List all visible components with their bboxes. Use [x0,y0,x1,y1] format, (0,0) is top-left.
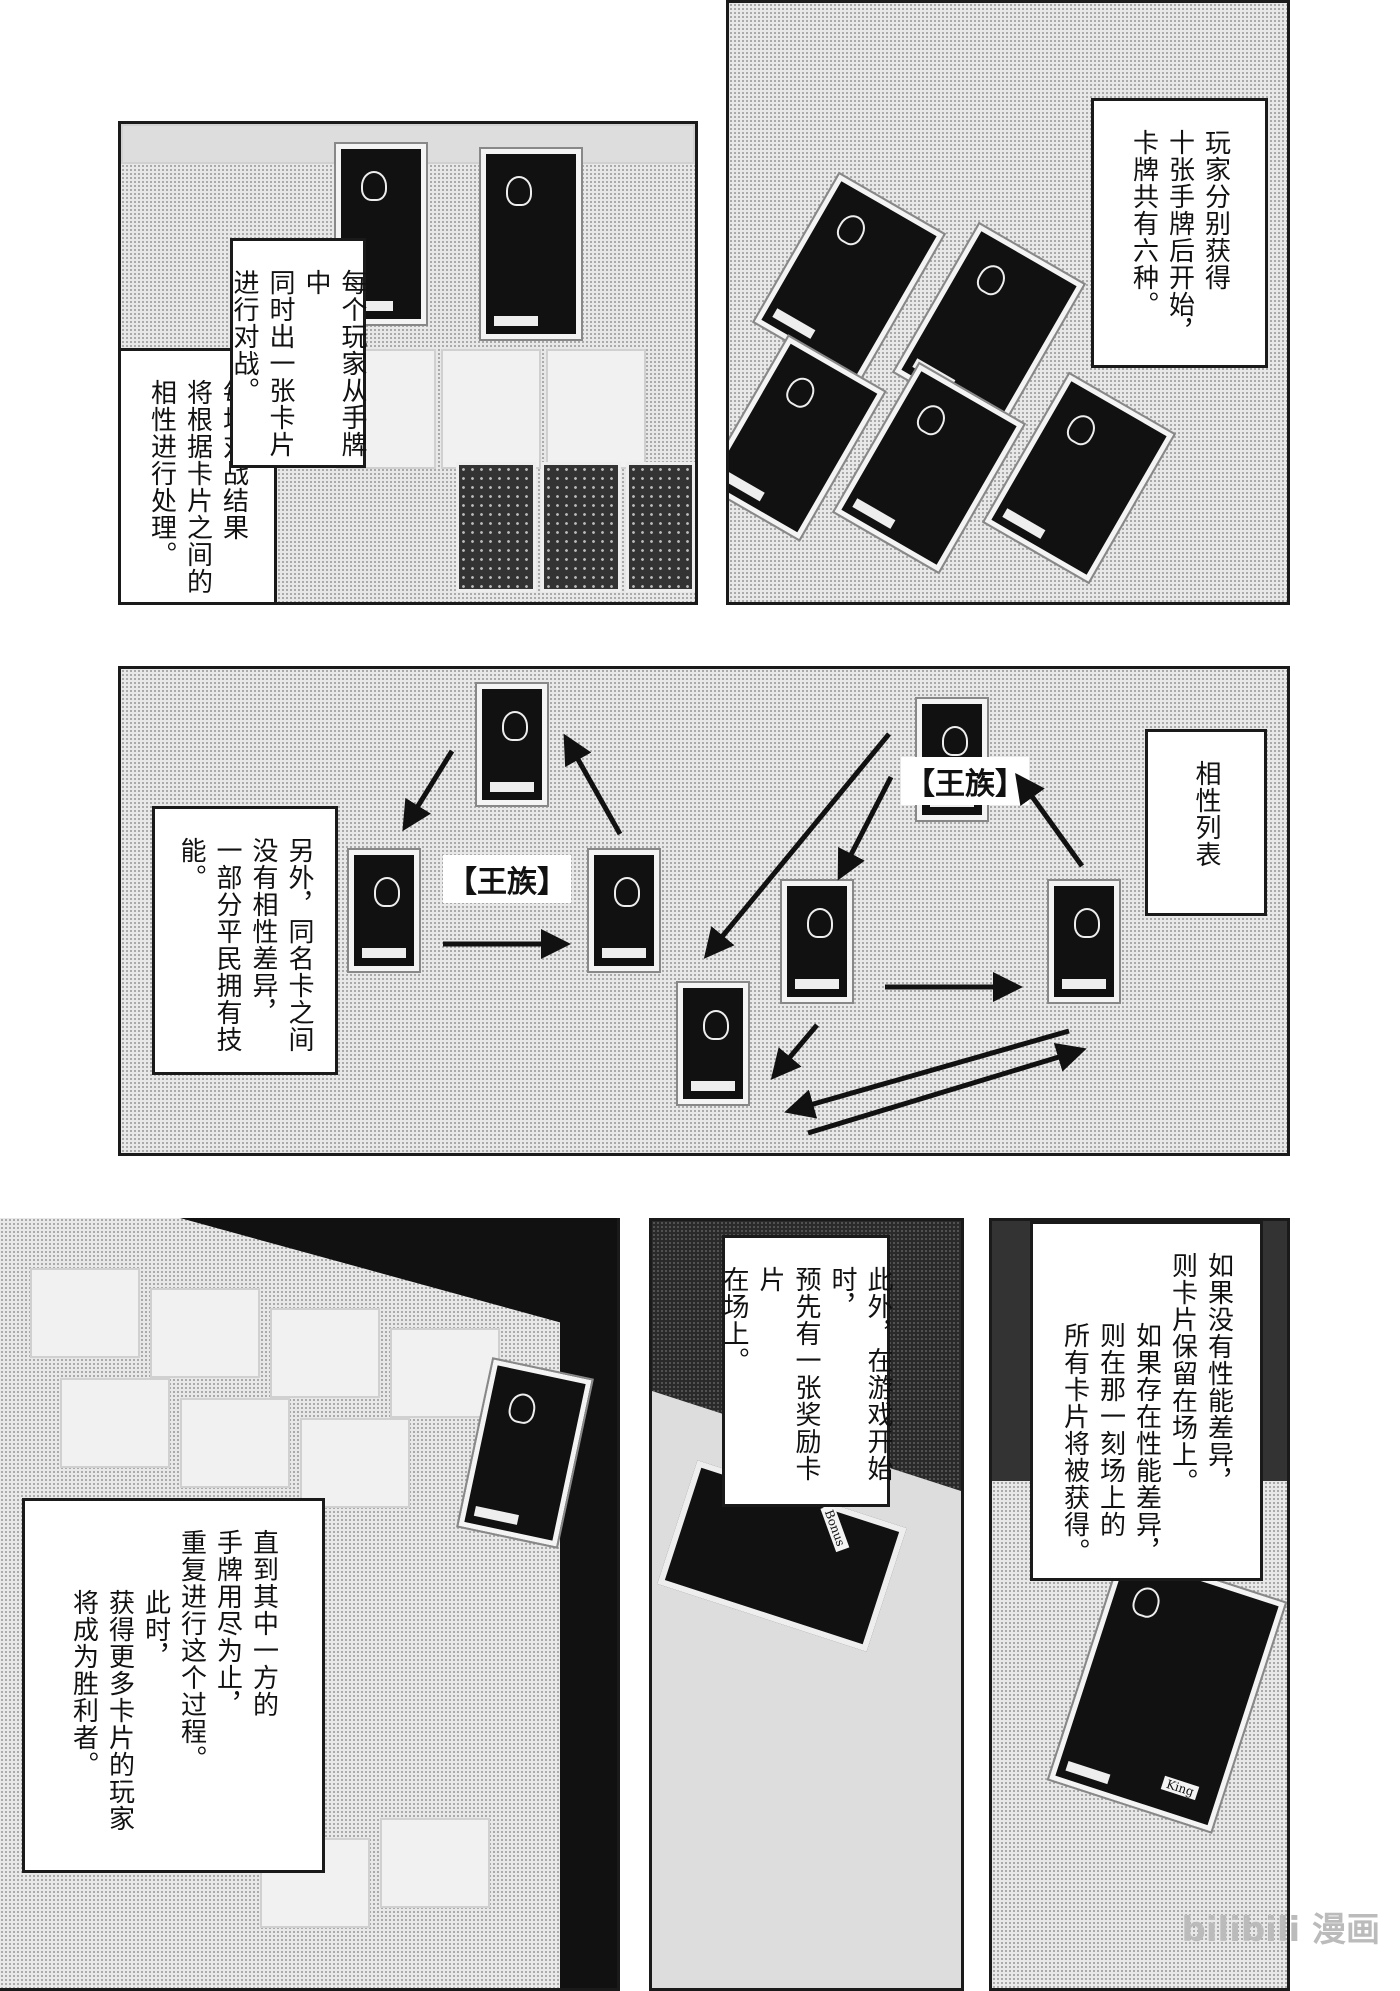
card-commoner [676,981,750,1106]
caption-box: 直到其中一方的手牌用尽为止，重复进行这个过程。此时，获得更多卡片的玩家将成为胜利… [22,1498,325,1873]
caption-box: 每个玩家从手牌中同时出一张卡片进行对战。 [229,238,367,468]
chart-title-box: 相性列表 [1145,729,1267,916]
panel-card-battle: 每场对战结果将根据卡片之间的相性进行处理。 每个玩家从手牌中同时出一张卡片进行对… [118,121,698,605]
caption-box: 玩家分别获得十张手牌后开始，卡牌共有六种。 [1091,98,1268,368]
card-back [541,462,621,592]
caption-line: 预先有一张奖励卡片 [755,1266,821,1482]
caption-line: 一部分平民拥有技能。 [176,837,242,1053]
caption-line: 相性进行处理。 [146,379,177,568]
caption-line: 如果没有性能差异， [1203,1252,1234,1495]
panel-bonus: Bonus 此外，在游戏开始时，预先有一张奖励卡片在场上。 [649,1218,964,1991]
caption-box: 如果没有性能差异，则卡片保留在场上。如果存在性能差异，则在那一刻场上的所有卡片将… [1030,1221,1263,1581]
card-queen [587,848,661,973]
caption-line: 在场上。 [719,1266,749,1374]
caption-line: 此外，在游戏开始时， [827,1266,893,1482]
royal-label: 【王族】 [901,757,1029,805]
caption-box: 另外，同名卡之间没有相性差异，一部分平民拥有技能。 [152,806,338,1075]
card-assassin [479,147,583,341]
card-back [626,462,695,592]
caption-line: 获得更多卡片的玩家 [104,1589,135,1832]
caption-line: 如果存在性能差异， [1131,1322,1162,1565]
caption-line: 另外，同名卡之间 [284,837,314,1053]
caption-line: 十张手牌后开始， [1164,129,1195,345]
panel-six-cards: 玩家分别获得十张手牌后开始，卡牌共有六种。 [726,0,1290,605]
card-prince [347,848,421,973]
caption-line: 玩家分别获得 [1200,129,1231,291]
panel-board: 直到其中一方的手牌用尽为止，重复进行这个过程。此时，获得更多卡片的玩家将成为胜利… [0,1218,620,1991]
watermark-logo: bilibili 漫画 [1181,1910,1380,1950]
caption-line: 没有相性差异， [248,837,278,1026]
caption-line: 重复进行这个过程。 [176,1529,207,1772]
royal-label: 【王族】 [443,855,571,903]
caption-line: 卡牌共有六种。 [1128,129,1159,318]
caption-line: 每个玩家从手牌中 [301,269,367,458]
caption-line: 将成为胜利者。 [68,1589,99,1778]
card-knight [780,879,854,1004]
card-back [456,462,536,592]
caption-line: 所有卡片将被获得。 [1059,1322,1090,1565]
caption-line: 将根据卡片之间的 [182,379,213,595]
caption-line: 则卡片保留在场上。 [1167,1252,1198,1495]
caption-line: 同时出一张卡片 [265,269,295,458]
panel-affinity-chart: 【王族】 【王族】 另外，同名卡之间没有相性差异，一部分平民拥有技能。 相性列表 [118,666,1290,1156]
caption-line: 此时， [140,1589,171,1670]
panel-king-card: King 如果没有性能差异，则卡片保留在场上。如果存在性能差异，则在那一刻场上的… [989,1218,1290,1991]
caption-box: 此外，在游戏开始时，预先有一张奖励卡片在场上。 [719,1235,893,1507]
chart-title: 相性列表 [1191,760,1221,868]
card-assassin [1047,879,1121,1004]
caption-line: 进行对战。 [229,269,259,404]
caption-line: 直到其中一方的 [248,1529,279,1718]
card-king [475,682,549,807]
caption-line: 则在那一刻场上的 [1095,1322,1126,1538]
caption-line: 手牌用尽为止， [212,1529,243,1718]
